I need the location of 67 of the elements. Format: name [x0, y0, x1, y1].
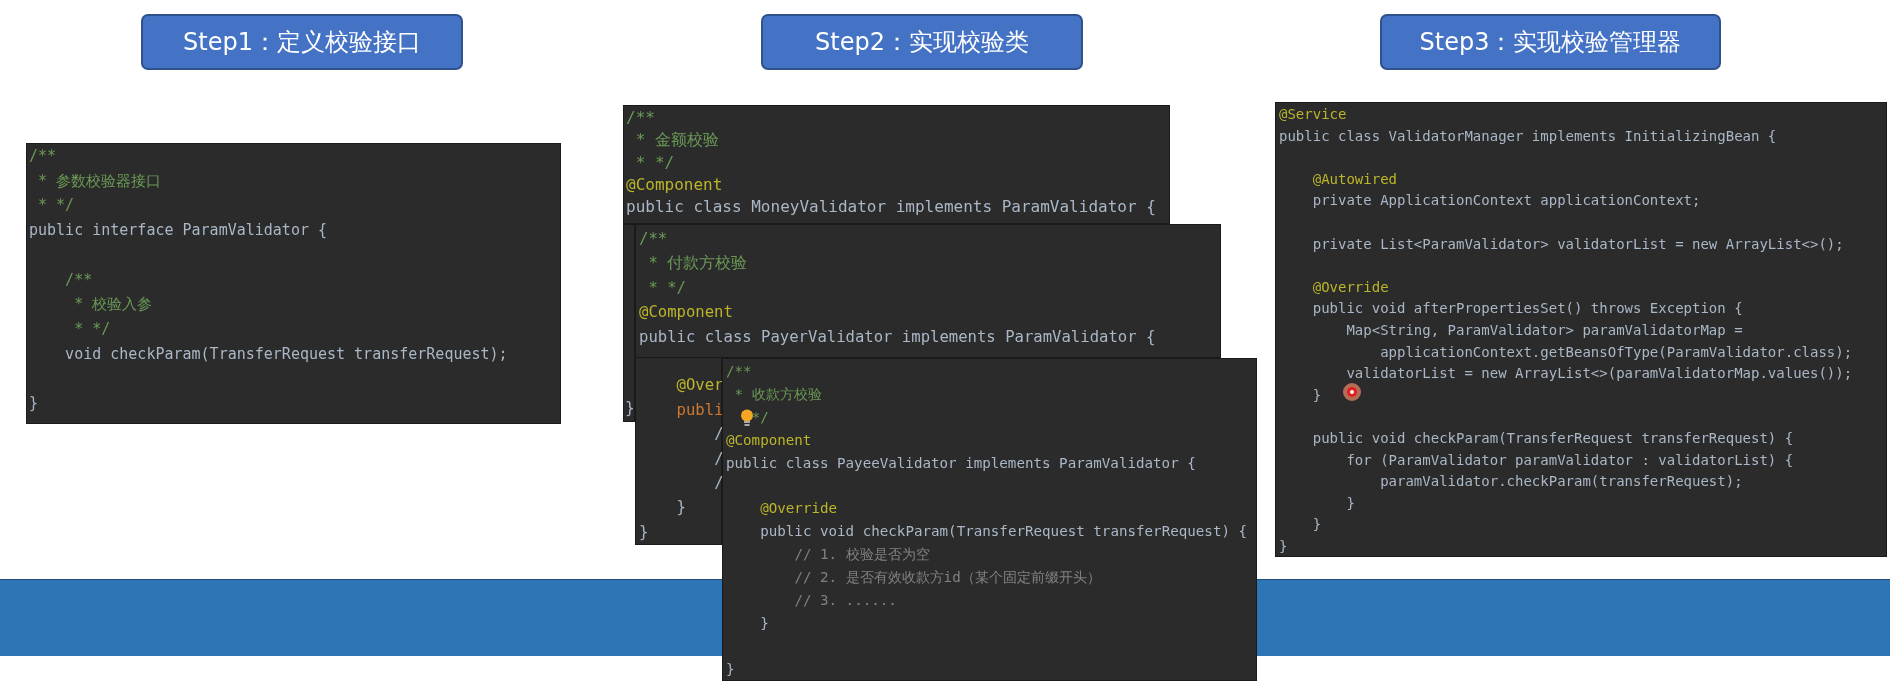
code-line: }	[676, 497, 686, 519]
code-panel	[26, 143, 561, 424]
code-comment: /**	[726, 362, 752, 381]
code-line: void checkParam(TransferRequest transferRequest);	[65, 343, 508, 365]
step-title: Step2：实现校验类	[815, 27, 1029, 58]
code-comment: * 校验入参	[74, 294, 153, 316]
code-line: }	[639, 521, 649, 543]
code-line: validatorList = new ArrayList<>(paramValidatorMap.values());	[1346, 364, 1853, 384]
code-comment: * */	[648, 277, 686, 299]
code-comment: * */	[74, 318, 111, 340]
code-line: public class MoneyValidator implements ParamValidator {	[626, 196, 1156, 219]
step-title: Step3：实现校验管理器	[1419, 27, 1682, 58]
code-annotation: @Component	[726, 430, 812, 450]
code-comment: /**	[29, 146, 57, 167]
code-line: for (ParamValidator paramValidator : validatorList) {	[1346, 450, 1794, 470]
code-line: }	[29, 393, 39, 414]
code-comment: // 1. 校验是否为空	[794, 545, 930, 565]
code-comment: /**	[626, 107, 655, 129]
code-line: public void afterPropertiesSet() throws Exception {	[1312, 299, 1743, 319]
code-comment: * */	[635, 151, 675, 174]
code-comment: /**	[639, 229, 668, 250]
code-line: Map<String, ParamValidator> paramValidatorMap =	[1346, 321, 1743, 340]
code-line: }	[1312, 515, 1322, 535]
code-line: applicationContext.getBeansOfType(ParamValidator.class);	[1380, 342, 1853, 362]
code-comment: /**	[65, 269, 93, 291]
code-line: }	[625, 397, 635, 419]
code-line: public interface ParamValidator {	[29, 220, 327, 242]
step-header-box	[141, 14, 463, 70]
code-comment: // 3. ......	[794, 591, 897, 610]
code-line: publi	[676, 399, 724, 421]
code-annotation: @Autowired	[1312, 169, 1397, 189]
code-line: public class PayeeValidator implements ParamValidator {	[726, 453, 1196, 473]
code-annotation: @Override	[1312, 277, 1389, 297]
code-line: /	[714, 473, 724, 494]
code-annotation: @Service	[1279, 105, 1347, 124]
code-comment: // 2. 是否有效收款方id（某个固定前缀开头）	[794, 568, 1101, 588]
code-comment: * 付款方校验	[648, 253, 748, 275]
code-annotation: @Component	[639, 302, 733, 324]
code-line: /	[714, 424, 724, 446]
code-line: }	[1312, 385, 1322, 405]
step-header-box	[761, 14, 1083, 70]
step-header-box	[1380, 14, 1721, 70]
code-annotation: @Override	[760, 499, 838, 519]
code-line: }	[726, 659, 735, 679]
code-line: public class ValidatorManager implements InitializingBean {	[1279, 126, 1777, 146]
code-panel	[623, 105, 1170, 224]
code-panel	[1275, 102, 1887, 557]
code-line: }	[1279, 537, 1288, 556]
code-line: private ApplicationContext applicationContext;	[1312, 191, 1701, 211]
code-comment: * 收款方校验	[734, 384, 822, 404]
code-comment: */	[751, 407, 769, 427]
step-title: Step1：定义校验接口	[183, 27, 421, 58]
code-annotation: @Over	[676, 375, 724, 397]
code-comment: * 参数校验器接口	[38, 170, 162, 192]
code-line: paramValidator.checkParam(transferRequest);	[1380, 472, 1743, 492]
code-line: private List<ParamValidator> validatorList = new ArrayList<>();	[1312, 234, 1844, 254]
code-line: public class PayerValidator implements ParamValidator {	[639, 326, 1156, 348]
code-line: }	[1346, 493, 1355, 513]
code-comment: * 金额校验	[635, 129, 719, 152]
code-line: public void checkParam(TransferRequest transferRequest) {	[760, 522, 1248, 542]
code-line: }	[760, 613, 769, 633]
code-annotation: @Component	[626, 173, 723, 196]
code-line: /	[714, 448, 724, 470]
code-comment: * */	[38, 195, 75, 217]
code-line: public void checkParam(TransferRequest transferRequest) {	[1312, 429, 1794, 448]
panel-edge-strip	[623, 224, 635, 422]
code-panel	[722, 358, 1257, 681]
